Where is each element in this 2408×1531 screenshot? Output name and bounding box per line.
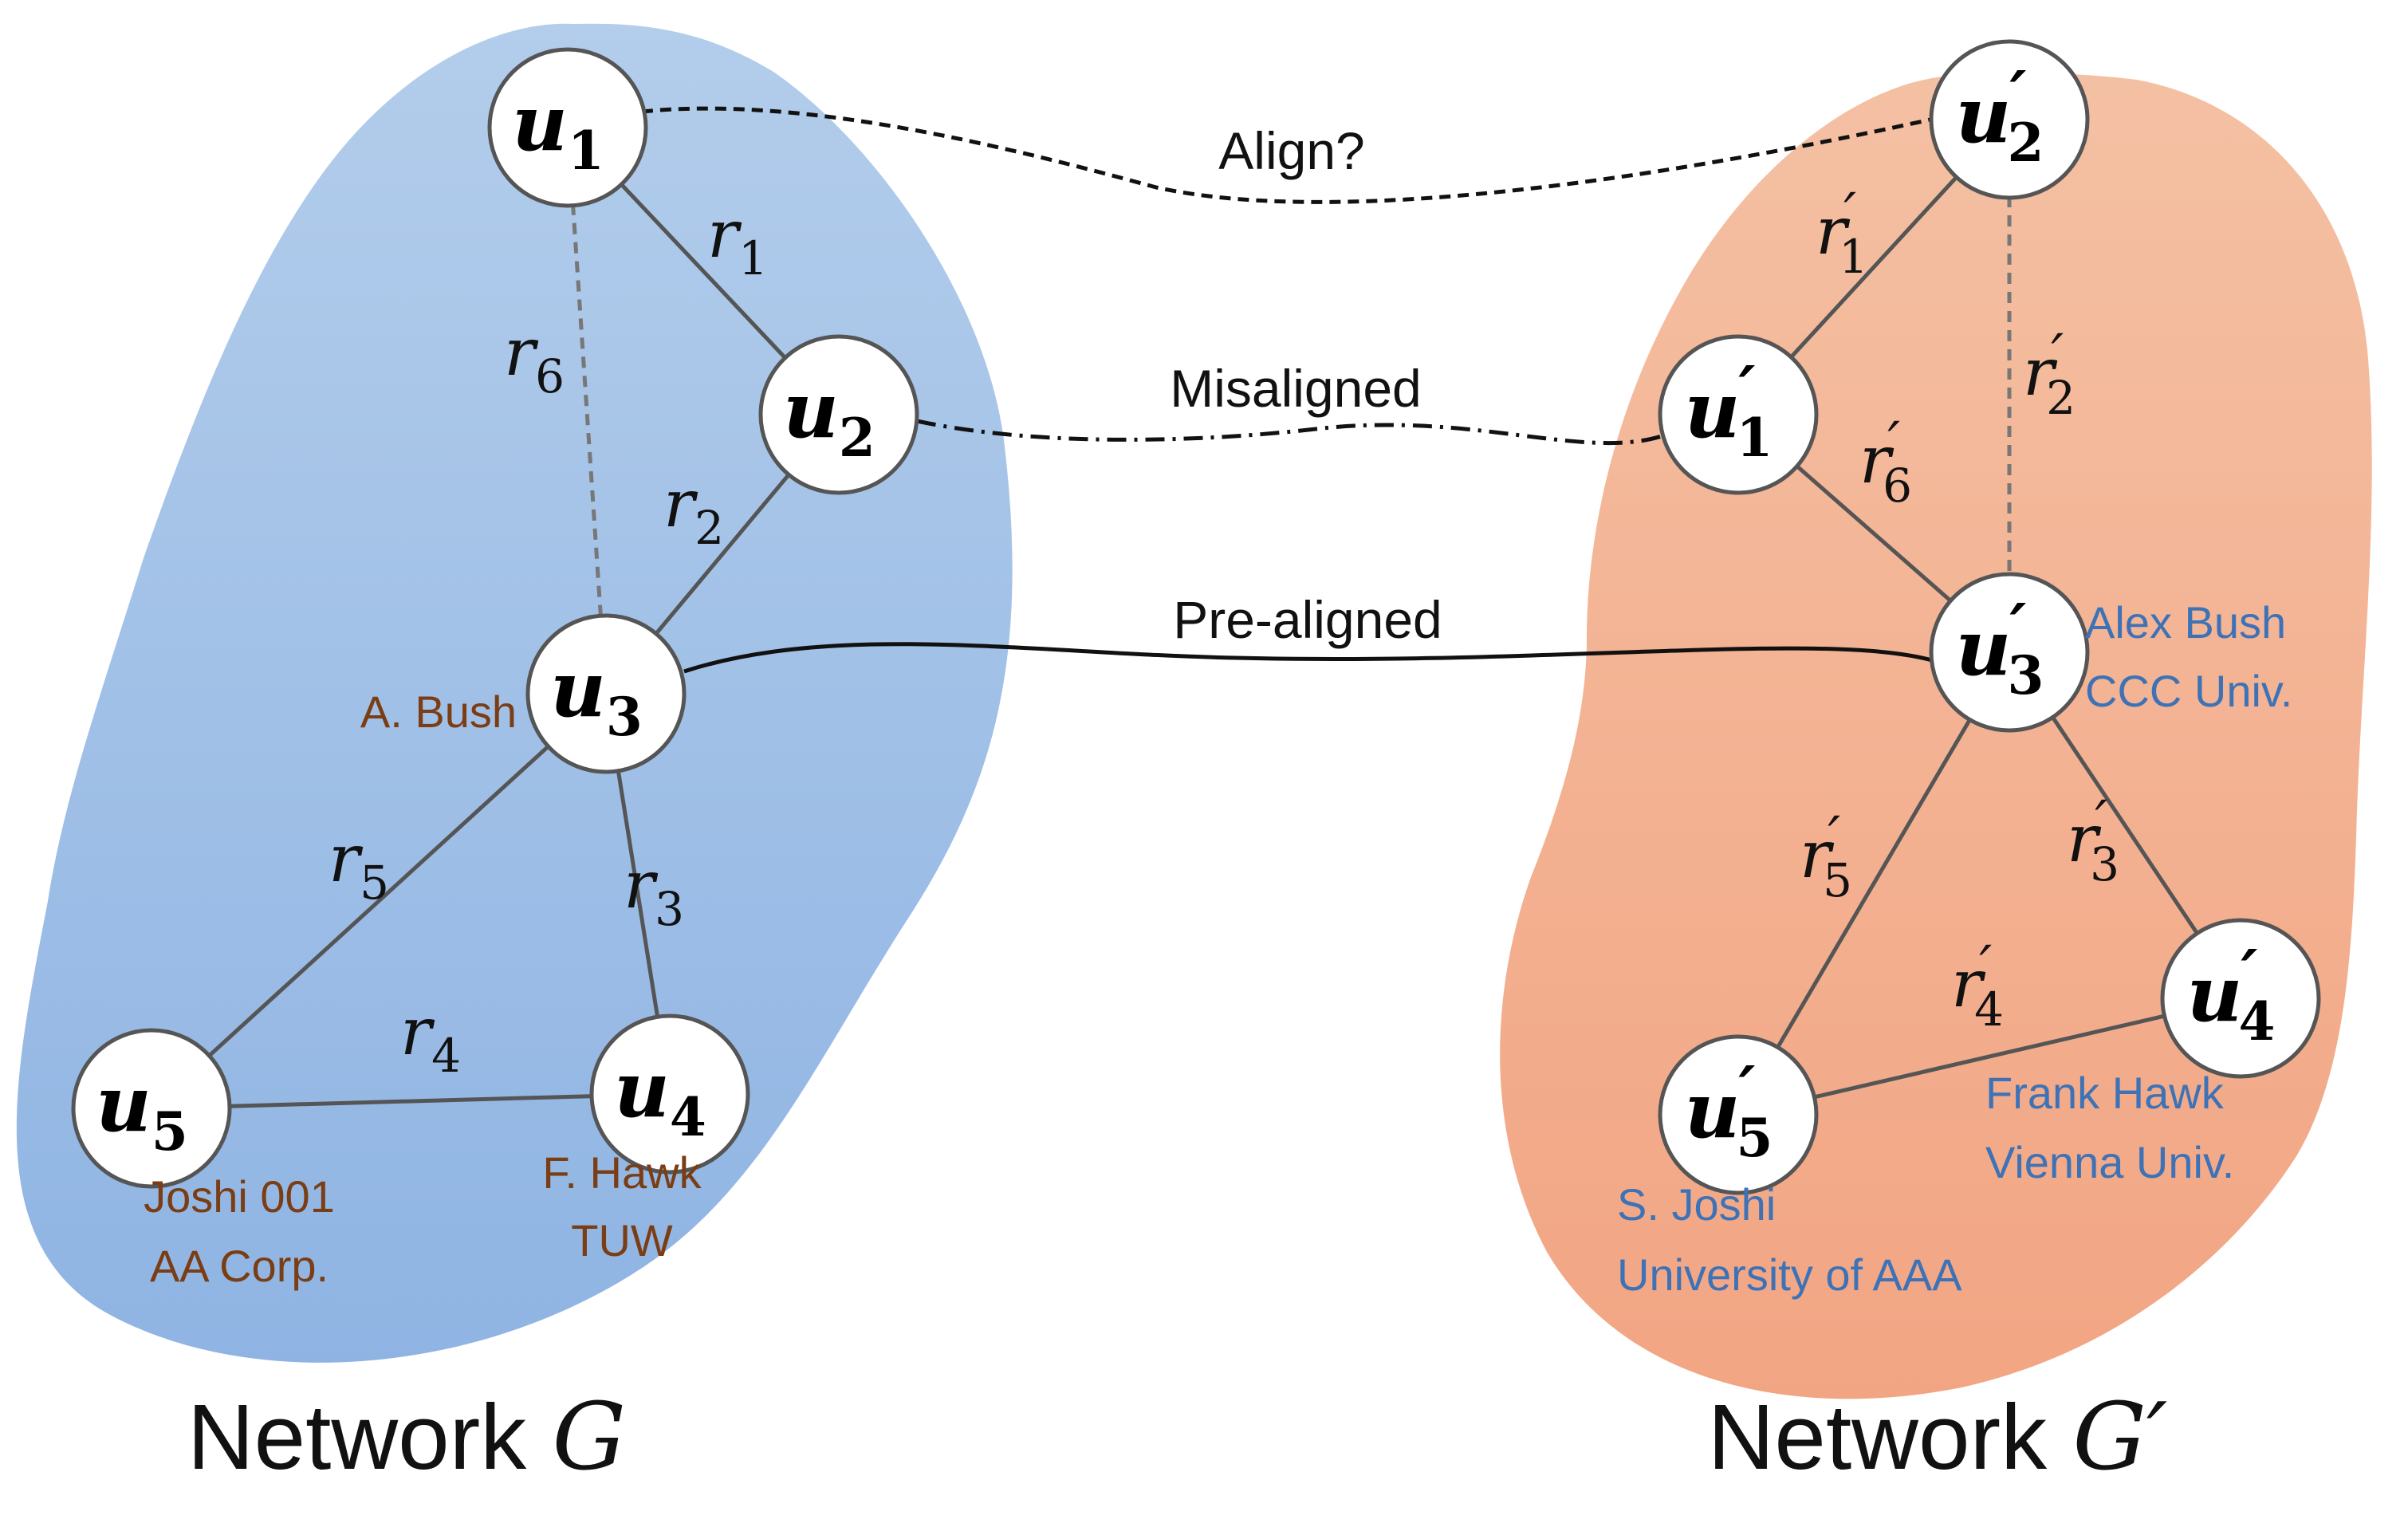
- node-u2p: u′2: [1929, 39, 2090, 200]
- attribute-u3p-0: Alex Bush: [2085, 597, 2286, 647]
- node-circle-u5p: [1658, 1034, 1819, 1195]
- node-label-u5p: u′5: [1685, 1052, 1773, 1169]
- node-circle-u4p: [2160, 918, 2321, 1079]
- attribute-u4p-0: Frank Hawk: [1985, 1068, 2225, 1118]
- edge-label-r3p: r′3: [2067, 789, 2119, 891]
- attribute-u5-0: Joshi 001: [144, 1171, 335, 1222]
- node-label-u4p: u′4: [2187, 935, 2276, 1053]
- node-label-u3: u3: [550, 644, 643, 748]
- node-label-u4: u4: [614, 1045, 706, 1148]
- edge-label-r2: r2: [663, 466, 724, 555]
- attribute-u4p-1: Vienna Univ.: [1985, 1137, 2234, 1187]
- attribute-u5p-1: University of AAA: [1617, 1250, 1962, 1300]
- node-label-u5: u5: [96, 1059, 188, 1163]
- edge-label-r6: r6: [504, 315, 565, 403]
- node-circle-u1p: [1658, 334, 1819, 495]
- node-circle-u4: [589, 1013, 750, 1175]
- node-circle-u2: [758, 334, 919, 495]
- edge-label-r6p: r′6: [1859, 410, 1912, 513]
- edge-label-r4p: r′4: [1951, 934, 2004, 1037]
- attribute-u3-0: A. Bush: [360, 687, 517, 737]
- node-u3: u3: [525, 613, 687, 774]
- edge-label-r5p: r′5: [1800, 805, 1852, 907]
- node-label-u2: u2: [783, 365, 875, 469]
- node-u3p: u′3: [1929, 572, 2090, 733]
- edge-label-r2p: r′2: [2023, 322, 2076, 425]
- node-u5: u5: [71, 1028, 232, 1189]
- node-label-u3p: u′3: [1956, 589, 2044, 706]
- node-circle-u5: [71, 1028, 232, 1189]
- link-label-align: Align?: [1218, 121, 1364, 180]
- node-circle-u3: [525, 613, 687, 774]
- attribute-u5-1: AA Corp.: [150, 1241, 329, 1291]
- node-u5p: u′5: [1658, 1034, 1819, 1195]
- network-g-region: [16, 23, 1013, 1363]
- node-circle-u2p: [1929, 39, 2090, 200]
- edge-label-r1p: r′1: [1816, 181, 1868, 284]
- node-u4p: u′4: [2160, 918, 2321, 1079]
- network-title-gp: Network G′: [1708, 1383, 2168, 1491]
- node-circle-u3p: [1929, 572, 2090, 733]
- edge-label-r1: r1: [707, 197, 768, 285]
- link-align: [641, 106, 1938, 204]
- edge-r4p: [1737, 996, 2241, 1117]
- edge-label-r5: r5: [329, 821, 389, 910]
- edge-r4: [151, 1092, 671, 1111]
- node-u1p: u′1: [1658, 334, 1819, 495]
- attribute-u4-0: F. Hawk: [542, 1147, 702, 1198]
- node-u2: u2: [758, 334, 919, 495]
- link-label-prealigned: Pre-aligned: [1173, 590, 1442, 649]
- node-label-u1: u1: [512, 78, 604, 182]
- edge-label-r4: r4: [400, 994, 461, 1083]
- node-circle-u1: [487, 47, 648, 208]
- node-u4: u4: [589, 1013, 750, 1175]
- attribute-u4-1: TUW: [571, 1215, 673, 1265]
- link-prealigned: [683, 642, 1938, 674]
- node-u1: u1: [487, 47, 648, 208]
- edge-label-r3: r3: [624, 848, 684, 936]
- edge-r5: [150, 692, 608, 1110]
- link-label-misaligned: Misaligned: [1170, 359, 1422, 418]
- network-title-g: Network G: [187, 1383, 626, 1491]
- link-misaligned: [916, 419, 1667, 446]
- node-label-u1p: u′1: [1685, 352, 1773, 469]
- edge-r5p: [1736, 651, 2012, 1116]
- node-label-u2p: u′2: [1956, 57, 2044, 174]
- attribute-u5p-0: S. Joshi: [1617, 1179, 1776, 1230]
- attribute-u3p-1: CCC Univ.: [2085, 666, 2292, 716]
